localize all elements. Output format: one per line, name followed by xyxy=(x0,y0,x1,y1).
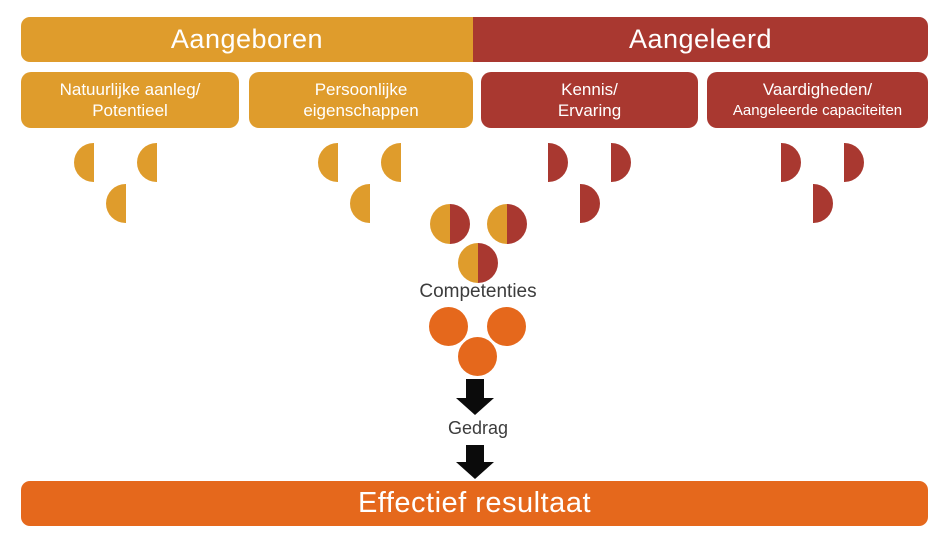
split-circle-icon xyxy=(458,243,498,283)
category-box-kennis-ervaring: Kennis/ Ervaring xyxy=(481,72,698,128)
half-circle-right-icon xyxy=(844,143,864,182)
result-bar: Effectief resultaat xyxy=(21,481,928,526)
category-label-line2: eigenschappen xyxy=(303,101,419,120)
header-aangeleerd: Aangeleerd xyxy=(473,17,928,62)
result-label: Effectief resultaat xyxy=(357,487,592,519)
circle-icon xyxy=(458,337,497,376)
category-box-natuurlijke-aanleg: Natuurlijke aanleg/ Potentieel xyxy=(21,72,239,128)
header-aangeleerd-label: Aangeleerd xyxy=(628,24,773,54)
half-circle-left-icon xyxy=(137,143,157,182)
gedrag-label: Gedrag xyxy=(447,418,509,438)
down-arrow-icon xyxy=(456,379,494,415)
category-label-line2: Ervaring xyxy=(557,101,622,120)
half-circle-left-icon xyxy=(350,184,370,223)
half-circle-left-icon xyxy=(381,143,401,182)
header-aangeboren-label: Aangeboren xyxy=(170,24,324,54)
half-circle-left-icon xyxy=(106,184,126,223)
half-circle-left-icon xyxy=(318,143,338,182)
half-circle-right-icon xyxy=(813,184,833,223)
category-box-vaardigheden: Vaardigheden/ Aangeleerde capaciteiten xyxy=(707,72,928,128)
half-circle-right-icon xyxy=(781,143,801,182)
competenties-label: Competenties xyxy=(419,281,537,302)
trait-dots-persoonlijke-eigenschappen xyxy=(318,143,402,224)
category-label-line1: Kennis/ xyxy=(561,80,618,99)
trait-dots-kennis-ervaring xyxy=(548,143,632,224)
trait-dots-vaardigheden xyxy=(781,143,865,224)
header-aangeboren: Aangeboren xyxy=(21,17,473,62)
half-circle-right-icon xyxy=(611,143,631,182)
category-label-line1: Persoonlijke xyxy=(314,80,408,99)
half-circle-right-icon xyxy=(580,184,600,223)
down-arrow-icon xyxy=(456,445,494,479)
category-label-line1: Natuurlijke aanleg/ xyxy=(59,80,201,99)
category-label-line2: Potentieel xyxy=(92,101,168,120)
trait-dots-natuurlijke-aanleg xyxy=(74,143,158,224)
category-label-line1: Vaardigheden/ xyxy=(762,80,873,99)
circle-icon xyxy=(429,307,468,346)
split-circle-icon xyxy=(487,204,527,244)
category-box-persoonlijke-eigenschappen: Persoonlijke eigenschappen xyxy=(249,72,473,128)
half-circle-left-icon xyxy=(74,143,94,182)
split-circle-icon xyxy=(430,204,470,244)
circle-icon xyxy=(487,307,526,346)
competenties-circles xyxy=(430,204,530,284)
gedrag-circles xyxy=(429,307,529,377)
category-label-line2: Aangeleerde capaciteiten xyxy=(732,102,903,119)
half-circle-right-icon xyxy=(548,143,568,182)
